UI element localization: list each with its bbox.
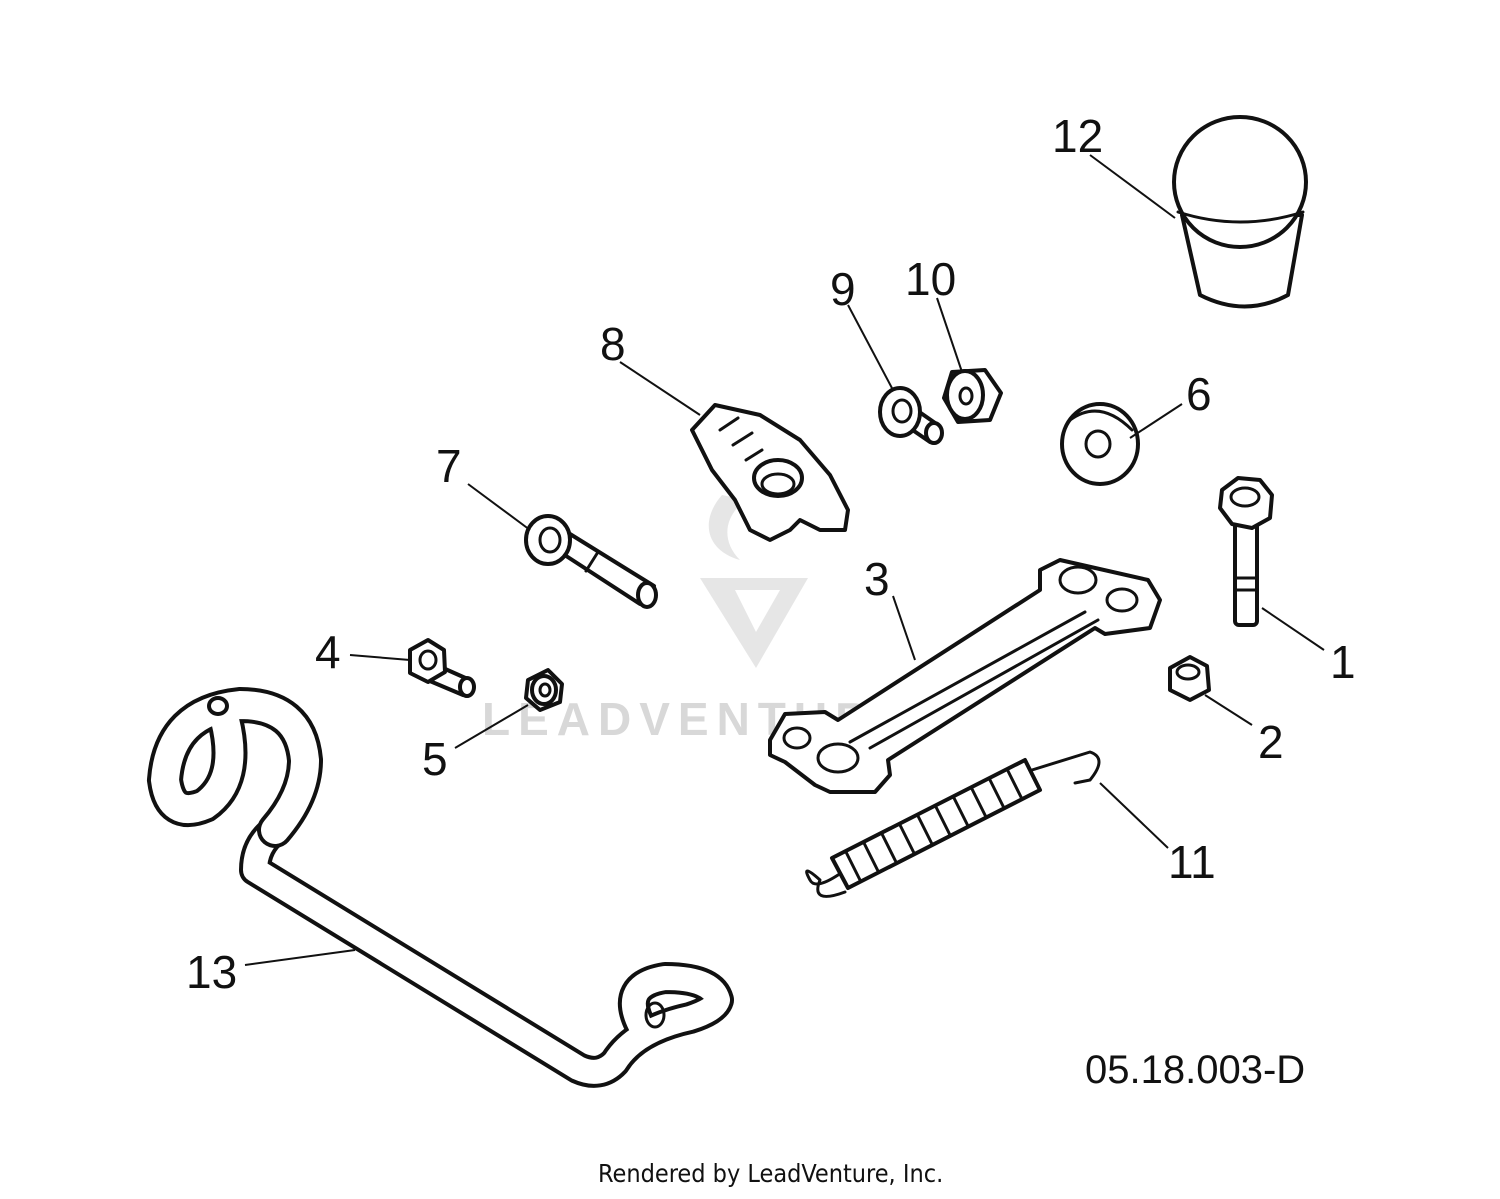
callout-1: 1 xyxy=(1330,636,1356,688)
part-2-lock-nut xyxy=(1168,655,1211,702)
part-12-knob xyxy=(1172,115,1308,309)
part-10-nut xyxy=(942,368,1003,424)
part-7-pin-bolt xyxy=(524,514,658,609)
part-3-link-plate xyxy=(768,558,1162,794)
callout-10: 10 xyxy=(905,253,956,305)
credit-text: Rendered by LeadVenture, Inc. xyxy=(598,1159,943,1188)
part-4-small-bolt xyxy=(408,638,476,698)
callout-6: 6 xyxy=(1186,368,1212,420)
callout-4: 4 xyxy=(315,626,341,678)
callout-labels: 1 2 3 4 5 6 7 8 9 10 11 12 13 xyxy=(186,110,1356,998)
part-11-spring xyxy=(805,750,1101,898)
leader-lines xyxy=(244,154,1325,966)
drawing-code: 05.18.003-D xyxy=(1085,1048,1305,1092)
callout-11: 11 xyxy=(1168,836,1216,888)
part-5-nut xyxy=(524,668,564,712)
callout-9: 9 xyxy=(830,263,856,315)
callout-12: 12 xyxy=(1052,110,1103,162)
part-13-bent-rod xyxy=(146,686,734,1088)
callout-7: 7 xyxy=(436,440,462,492)
callout-3: 3 xyxy=(864,553,890,605)
part-6-washer xyxy=(1060,402,1140,486)
callout-13: 13 xyxy=(186,946,237,998)
part-8-bracket xyxy=(690,403,850,542)
callout-8: 8 xyxy=(600,318,626,370)
callout-5: 5 xyxy=(422,733,448,785)
callout-2: 2 xyxy=(1258,716,1284,768)
part-9-shoulder-bolt xyxy=(878,386,944,445)
part-1-hex-bolt xyxy=(1218,476,1274,627)
